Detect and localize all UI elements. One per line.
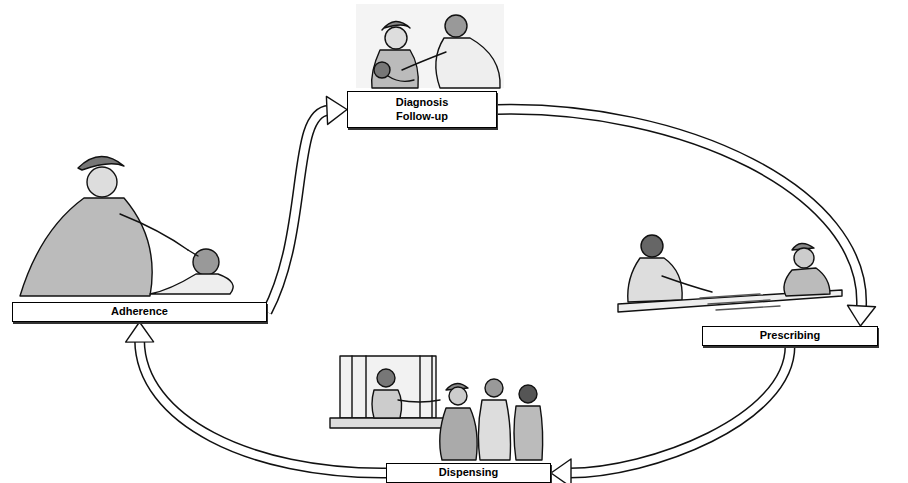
arrow-outline [140,340,386,473]
cycle-arrow [267,96,347,312]
label-box: Dispensing [386,463,551,483]
arrow-heads [126,322,154,342]
arrow-body [497,109,862,308]
box-label: Diagnosis Follow-up [386,96,458,122]
arrow-heads [326,96,347,124]
cycle-arrow [551,346,790,483]
arrow-outline [569,346,790,473]
cycle-arrow [497,109,876,326]
label-box: Diagnosis Follow-up [347,91,497,128]
arrow-head [126,322,154,342]
arrow-body [140,340,386,473]
arrow-body [267,110,329,312]
arrow-body [569,346,790,473]
adherence-illustration [20,156,233,296]
arrow-head [848,305,876,326]
arrow-outline [497,109,862,308]
arrow-outline [267,110,329,312]
arrow-head [326,96,347,124]
label-box: Adherence [12,302,267,322]
arrow-heads [848,305,876,326]
box-label: Adherence [111,305,168,318]
box-label: Dispensing [439,466,498,479]
arrow-head [551,459,571,483]
prescribing-illustration [618,235,842,312]
dispensing-illustration [330,356,543,460]
box-label: Prescribing [760,329,821,342]
arrow-heads [551,459,571,483]
label-box: Prescribing [702,326,878,346]
cycle-arrow [126,322,386,473]
diagnosis-illustration [356,4,504,88]
